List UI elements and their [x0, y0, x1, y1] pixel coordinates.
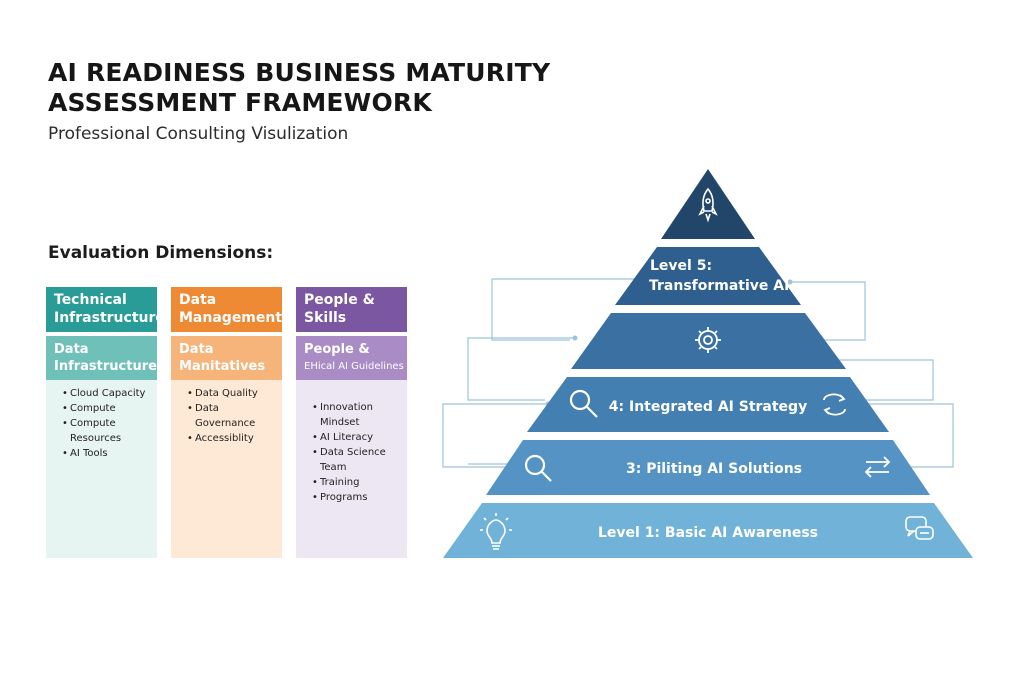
dimension-technical-header: Technical Infrastructure [46, 287, 165, 332]
page-subtitle: Professional Consulting Visulization [48, 124, 349, 144]
page-title: AI READINESS BUSINESS MATURITY ASSESSMEN… [48, 58, 608, 118]
title-line-1: AI READINESS BUSINESS MATURITY [48, 58, 551, 87]
list-item: Compute Resources [62, 416, 153, 446]
dimension-people: People & Skills People & EHical AI Guide… [296, 287, 407, 558]
dimension-people-list: Innovation Mindset AI Literacy Data Scie… [304, 400, 403, 505]
dimension-people-subheader: People & EHical AI Guidelines [296, 336, 407, 380]
refresh-arrows-icon [823, 393, 846, 416]
list-item: Data Governance [187, 401, 278, 431]
dimension-technical-subheader: Data Infrastructure [46, 336, 157, 380]
pyramid-tier-level3 [486, 440, 930, 495]
pyramid-tier-level1 [443, 503, 973, 558]
magnifier-icon [524, 454, 552, 482]
level5-label-line2: Transformative AI [649, 278, 789, 294]
list-item: Compute [62, 401, 153, 416]
gear-icon [695, 327, 721, 353]
level4-label: 4: Integrated AI Strategy [609, 399, 807, 415]
list-item: Accessiblity [187, 431, 278, 446]
swap-arrows-icon [864, 456, 891, 478]
pyramid-tier-level4 [527, 377, 889, 432]
dimension-technical-body: Cloud Capacity Compute Compute Resources… [46, 380, 157, 558]
lightbulb-icon [480, 513, 512, 550]
list-item: Data Science Team [312, 445, 403, 475]
list-item: Training [312, 475, 403, 490]
rocket-icon [698, 187, 718, 223]
level5-label-line1: Level 5: [650, 258, 712, 274]
pyramid-tier-gear [571, 313, 846, 369]
level1-label: Level 1: Basic AI Awareness [598, 525, 818, 541]
chat-bubbles-icon [905, 516, 934, 540]
dimension-technical: Technical Infrastructure Data Infrastruc… [46, 287, 165, 558]
dimension-data-subheader: Data Manitatives [171, 336, 282, 380]
list-item: Cloud Capacity [62, 386, 153, 401]
pyramid-tier-top [661, 169, 755, 239]
dimension-technical-list: Cloud Capacity Compute Compute Resources… [54, 386, 153, 461]
dimension-data-body: Data Quality Data Governance Accessiblit… [171, 380, 282, 558]
magnifier-icon [569, 389, 598, 418]
list-item: AI Tools [62, 446, 153, 461]
dimension-people-body: Innovation Mindset AI Literacy Data Scie… [296, 380, 407, 558]
list-item: Programs [312, 490, 403, 505]
list-item: Innovation Mindset [312, 400, 403, 430]
level3-label: 3: Piliting AI Solutions [626, 461, 802, 477]
dimension-people-header: People & Skills [296, 287, 407, 332]
list-item: AI Literacy [312, 430, 403, 445]
dimension-data-list: Data Quality Data Governance Accessiblit… [179, 386, 278, 446]
dimension-data-header: Data Management [171, 287, 282, 332]
title-line-2: ASSESSMENT FRAMEWORK [48, 88, 432, 117]
list-item: Data Quality [187, 386, 278, 401]
connector-lines [442, 278, 954, 468]
evaluation-dimensions-label: Evaluation Dimensions: [48, 243, 274, 263]
pyramid-tier-level5 [615, 247, 801, 305]
dimension-data: Data Management Data Manitatives Data Qu… [171, 287, 282, 558]
